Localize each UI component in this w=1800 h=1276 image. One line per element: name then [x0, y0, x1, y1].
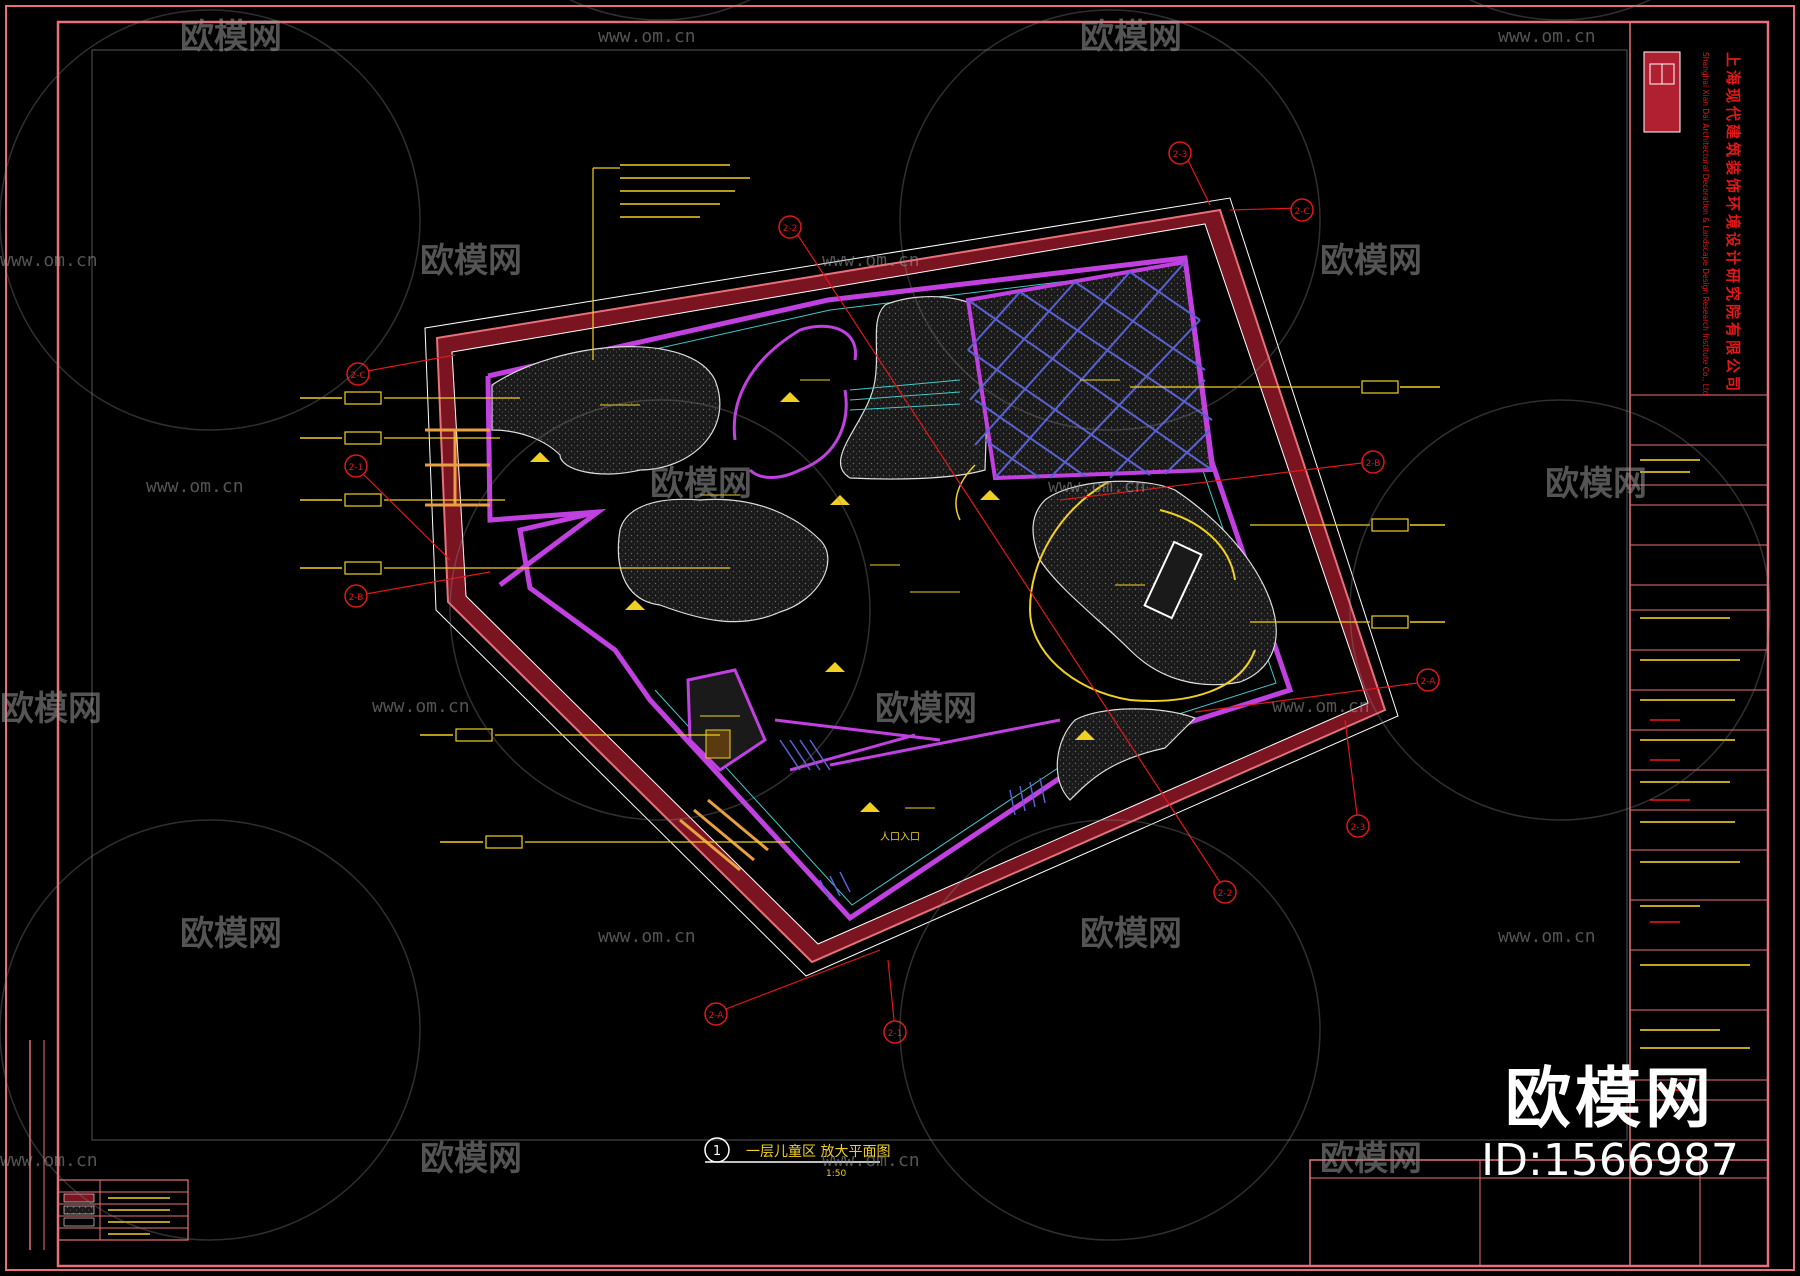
watermark-texts: 欧模网 欧模网 欧模网 欧模网 欧模网 欧模网 欧模网 欧模网 欧模网 欧模网 … — [0, 17, 1647, 1179]
drawing-title: 1 一层儿童区 放大平面图 1:50 — [704, 1137, 890, 1179]
section-marker: 2-A — [1416, 668, 1440, 692]
entrance-label: 人口入口 — [880, 831, 920, 843]
svg-text:2-3: 2-3 — [1173, 150, 1188, 160]
svg-text:www.om.cn: www.om.cn — [1048, 476, 1146, 497]
section-marker: 2-1 — [883, 1020, 907, 1044]
svg-text:www.om.cn: www.om.cn — [598, 926, 696, 947]
sheet-frame-outer — [5, 5, 1795, 1271]
svg-text:欧模网: 欧模网 — [1080, 914, 1182, 954]
svg-text:欧模网: 欧模网 — [180, 17, 282, 57]
svg-text:欧模网: 欧模网 — [1320, 1139, 1422, 1179]
svg-text:欧模网: 欧模网 — [650, 464, 752, 504]
svg-text:欧模网: 欧模网 — [1320, 241, 1422, 281]
svg-text:2-2: 2-2 — [1218, 889, 1233, 899]
svg-text:2-1: 2-1 — [888, 1029, 903, 1039]
title-number: 1 — [713, 1144, 721, 1159]
section-marker: 2-C — [346, 362, 370, 386]
svg-text:www.om.cn: www.om.cn — [1498, 26, 1596, 47]
annotation-leaders — [384, 167, 1370, 843]
svg-text:欧模网: 欧模网 — [875, 689, 977, 729]
svg-text:2-3: 2-3 — [1351, 823, 1366, 833]
svg-text:www.om.cn: www.om.cn — [0, 1150, 98, 1171]
title-text: 一层儿童区 放大平面图 — [746, 1143, 890, 1160]
section-marker: 2-2 — [1213, 880, 1237, 904]
svg-text:www.om.cn: www.om.cn — [822, 250, 920, 271]
svg-text:2-A: 2-A — [1421, 677, 1437, 687]
svg-text:www.om.cn: www.om.cn — [146, 476, 244, 497]
interior-inner-line — [494, 267, 1277, 906]
legend-table — [57, 1179, 189, 1241]
section-marker: 2-B — [1361, 450, 1385, 474]
section-markers: 2-C 2-3 2-2 2-C 2-1 2-B 2-B 2-A 2-3 2-2 … — [344, 141, 1440, 1044]
svg-text:www.om.cn: www.om.cn — [0, 250, 98, 271]
section-marker: 2-3 — [1346, 814, 1370, 838]
elevation-tags — [530, 379, 1145, 812]
svg-text:www.om.cn: www.om.cn — [1272, 696, 1370, 717]
section-marker: 2-A — [704, 1002, 728, 1026]
svg-text:www.om.cn: www.om.cn — [372, 696, 470, 717]
title-scale: 1:50 — [826, 1169, 846, 1179]
svg-text:2-B: 2-B — [1366, 459, 1381, 469]
svg-text:2-C: 2-C — [1294, 207, 1309, 217]
svg-text:2-A: 2-A — [709, 1011, 725, 1021]
svg-text:www.om.cn: www.om.cn — [822, 1150, 920, 1171]
svg-text:欧模网: 欧模网 — [1545, 464, 1647, 504]
annotation-tags — [300, 164, 1445, 849]
svg-text:2-2: 2-2 — [783, 224, 798, 234]
section-marker: 2-1 — [344, 454, 368, 478]
curved-paths — [732, 324, 976, 521]
right-title-block: 上海现代建筑装饰环境设计研究院有限公司 Shanghai Xian Dai Ar… — [1629, 21, 1769, 1267]
drawing-area-frame — [91, 49, 1628, 1141]
left-fixtures — [425, 428, 490, 507]
company-name-cn: 上海现代建筑装饰环境设计研究院有限公司 — [1724, 52, 1742, 394]
section-marker: 2-2 — [778, 215, 802, 239]
svg-text:www.om.cn: www.om.cn — [598, 26, 696, 47]
svg-text:欧模网: 欧模网 — [180, 914, 282, 954]
play-circle — [1028, 481, 1256, 702]
net-grid-area — [965, 259, 1215, 481]
watermark-id: ID:1566987 — [1481, 1135, 1739, 1186]
svg-text:2-C: 2-C — [350, 371, 365, 381]
section-marker: 2-3 — [1168, 141, 1192, 165]
svg-text:2-B: 2-B — [349, 593, 364, 603]
section-marker: 2-C — [1290, 198, 1314, 222]
svg-text:欧模网: 欧模网 — [0, 689, 102, 729]
site-watermark: 欧模网 ID:1566987 — [1480, 1045, 1740, 1186]
watermark-brand: 欧模网 — [1505, 1060, 1715, 1137]
section-lines — [356, 149, 1426, 1031]
svg-text:2-1: 2-1 — [349, 463, 364, 473]
company-name-en: Shanghai Xian Dai Architectural Decorati… — [1701, 52, 1710, 396]
watermark-layer — [0, 0, 1771, 1241]
svg-text:欧模网: 欧模网 — [420, 241, 522, 281]
svg-text:欧模网: 欧模网 — [1080, 17, 1182, 57]
svg-text:www.om.cn: www.om.cn — [1498, 926, 1596, 947]
svg-text:欧模网: 欧模网 — [420, 1139, 522, 1179]
section-marker: 2-B — [344, 584, 368, 608]
